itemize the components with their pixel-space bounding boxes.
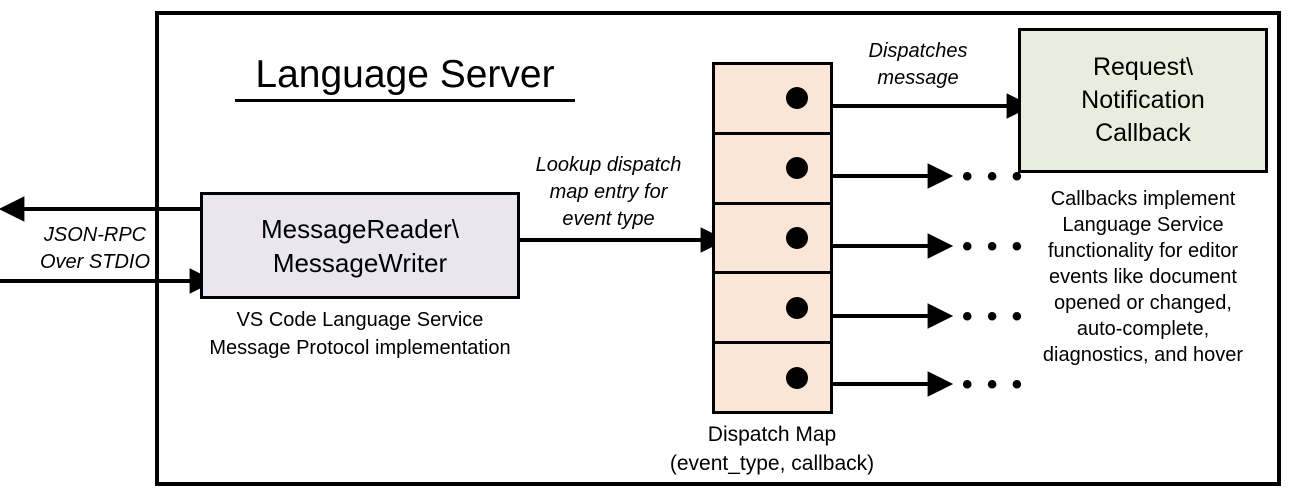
message-reader-writer-box[interactable]: MessageReader\ MessageWriter	[200, 192, 520, 299]
lookup-label-line1: Lookup dispatch	[535, 154, 682, 176]
callback-caption-line2: Language Service	[1062, 214, 1224, 236]
lookup-label-line3: event type	[562, 208, 655, 230]
language-server-container	[155, 11, 1281, 486]
lookup-label-line2: map entry for	[549, 181, 668, 203]
callback-caption-line5: opened or changed,	[1054, 292, 1232, 314]
dispatch-map-table[interactable]	[712, 62, 833, 414]
dispatch-map-row[interactable]	[715, 204, 830, 275]
dispatches-message-label: Dispatches message	[838, 38, 998, 92]
jsonrpc-label-line2: Over STDIO	[39, 251, 150, 273]
callback-caption-line1: Callbacks implement	[1050, 188, 1236, 210]
map-caption-line1: Dispatch Map	[707, 423, 837, 446]
request-notification-callback-box[interactable]: Request\ Notification Callback	[1018, 28, 1268, 173]
callback-caption-line3: functionality for editor	[1047, 240, 1239, 262]
dispatch-map-row[interactable]	[715, 274, 830, 345]
dispatch-map-caption: Dispatch Map (event_type, callback)	[642, 420, 902, 478]
dispatches-label-line1: Dispatches	[868, 40, 968, 62]
dispatch-map-row[interactable]	[715, 344, 830, 411]
dispatch-entry-dot-icon	[786, 366, 808, 389]
ellipsis-row-3: • • •	[962, 230, 1026, 263]
callback-line3: Callback	[1095, 119, 1191, 147]
jsonrpc-transport-label: JSON-RPC Over STDIO	[20, 222, 170, 276]
ellipsis-row-2: • • •	[962, 160, 1026, 193]
dispatches-label-line2: message	[877, 67, 959, 89]
jsonrpc-label-line1: JSON-RPC	[43, 224, 147, 246]
message-reader-line: MessageReader\	[261, 213, 459, 244]
callback-caption-line7: diagnostics, and hover	[1042, 344, 1244, 366]
callback-line2: Notification	[1081, 86, 1205, 114]
map-caption-line2: (event_type, callback)	[669, 452, 875, 475]
reader-caption-line2: Message Protocol implementation	[209, 337, 511, 359]
message-writer-line: MessageWriter	[272, 247, 448, 278]
ellipsis-row-5: • • •	[962, 368, 1026, 401]
reader-caption-line1: VS Code Language Service	[236, 309, 484, 331]
lookup-dispatch-label: Lookup dispatch map entry for event type	[516, 152, 701, 233]
callback-caption-line4: events like document	[1049, 266, 1237, 288]
dispatch-map-row[interactable]	[715, 134, 830, 205]
ellipsis-row-4: • • •	[962, 300, 1026, 333]
callback-line1: Request\	[1092, 53, 1194, 81]
dispatch-entry-dot-icon	[786, 87, 808, 110]
callback-description-caption: Callbacks implement Language Service fun…	[1010, 186, 1276, 368]
dispatch-entry-dot-icon	[786, 296, 808, 319]
dispatch-entry-dot-icon	[786, 226, 808, 249]
callback-caption-line6: auto-complete,	[1076, 318, 1210, 340]
language-server-title: Language Server	[235, 52, 575, 102]
dispatch-map-row[interactable]	[715, 65, 830, 135]
message-reader-writer-caption: VS Code Language Service Message Protoco…	[185, 306, 535, 362]
dispatch-entry-dot-icon	[786, 157, 808, 180]
